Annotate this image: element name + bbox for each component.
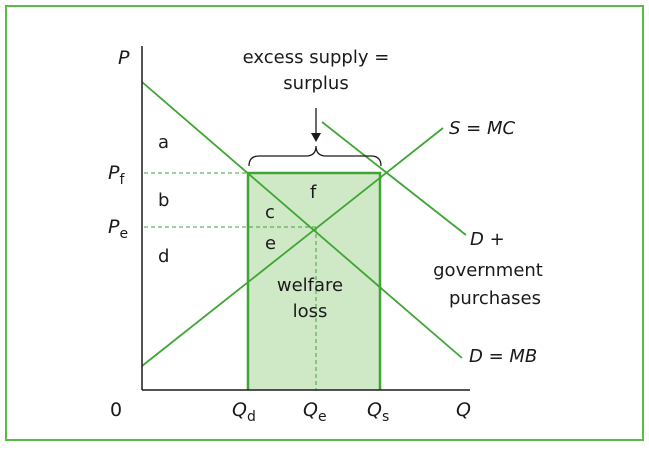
demand-gov-curve — [321, 121, 467, 236]
demand-gov-label-line3: purchases — [449, 288, 541, 309]
demand-curve-label: D = MB — [469, 346, 537, 367]
area-d-label: d — [158, 246, 169, 267]
demand-gov-label-line1: D + — [470, 229, 505, 250]
welfare-loss-area — [248, 173, 380, 390]
demand-curve — [141, 81, 463, 359]
excess-supply-label-line2: surplus — [283, 73, 348, 94]
y-axis-label: P — [118, 47, 130, 69]
area-c-label: c — [265, 202, 275, 223]
pe-label: Pe — [108, 216, 128, 242]
demand-gov-label-line2: government — [433, 260, 543, 281]
arrow-head — [311, 133, 321, 142]
area-e-label: e — [265, 233, 276, 254]
pf-label: Pf — [108, 162, 125, 188]
supply-curve-label: S = MC — [449, 118, 515, 139]
qd-label: Qd — [232, 399, 256, 425]
origin-label: 0 — [110, 399, 122, 421]
supply-curve — [141, 127, 444, 367]
qs-label: Qs — [367, 399, 389, 425]
surplus-brace — [248, 145, 382, 167]
area-a-label: a — [158, 132, 169, 153]
area-f-label: f — [310, 182, 317, 203]
area-b-label: b — [158, 190, 169, 211]
qe-label: Qe — [303, 399, 327, 425]
x-axis-label: Q — [456, 399, 471, 421]
welfare-loss-label-line2: loss — [293, 301, 328, 322]
excess-supply-label-line1: excess supply = — [243, 47, 390, 68]
frame — [5, 5, 644, 441]
welfare-loss-label-line1: welfare — [277, 275, 343, 296]
